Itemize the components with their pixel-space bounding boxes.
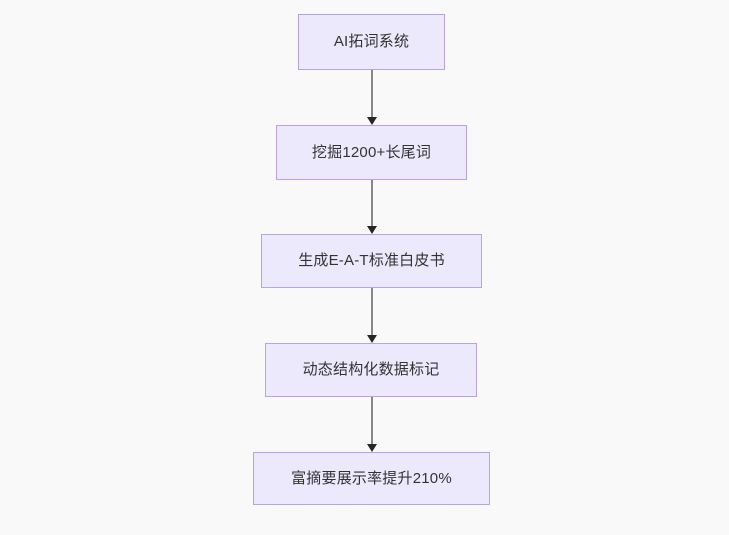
edge-line [371, 397, 373, 445]
arrowhead-icon [367, 117, 377, 125]
flow-node-generate-eat-whitepaper[interactable]: 生成E-A-T标准白皮书 [261, 234, 482, 288]
flow-node-label: 动态结构化数据标记 [302, 361, 440, 378]
arrowhead-icon [367, 226, 377, 234]
flow-node-dynamic-structured-data-markup[interactable]: 动态结构化数据标记 [265, 343, 477, 397]
flow-node-mine-longtail-keywords[interactable]: 挖掘1200+长尾词 [276, 125, 467, 180]
flow-node-label: 挖掘1200+长尾词 [311, 143, 432, 161]
edge-n4-n5 [367, 397, 377, 452]
flow-node-label: AI拓词系统 [333, 33, 410, 50]
edge-line [371, 180, 373, 227]
edge-line [371, 288, 373, 336]
flow-node-ai-keyword-system[interactable]: AI拓词系统 [298, 14, 445, 70]
edge-line [371, 70, 373, 118]
edge-n3-n4 [367, 288, 377, 343]
edge-n1-n2 [367, 70, 377, 125]
flow-node-label: 富摘要展示率提升210% [291, 469, 452, 487]
arrowhead-icon [367, 444, 377, 452]
edge-n2-n3 [367, 180, 377, 234]
flow-node-label: 生成E-A-T标准白皮书 [298, 252, 445, 269]
arrowhead-icon [367, 335, 377, 343]
flow-node-rich-snippet-rate-increase[interactable]: 富摘要展示率提升210% [253, 452, 490, 505]
